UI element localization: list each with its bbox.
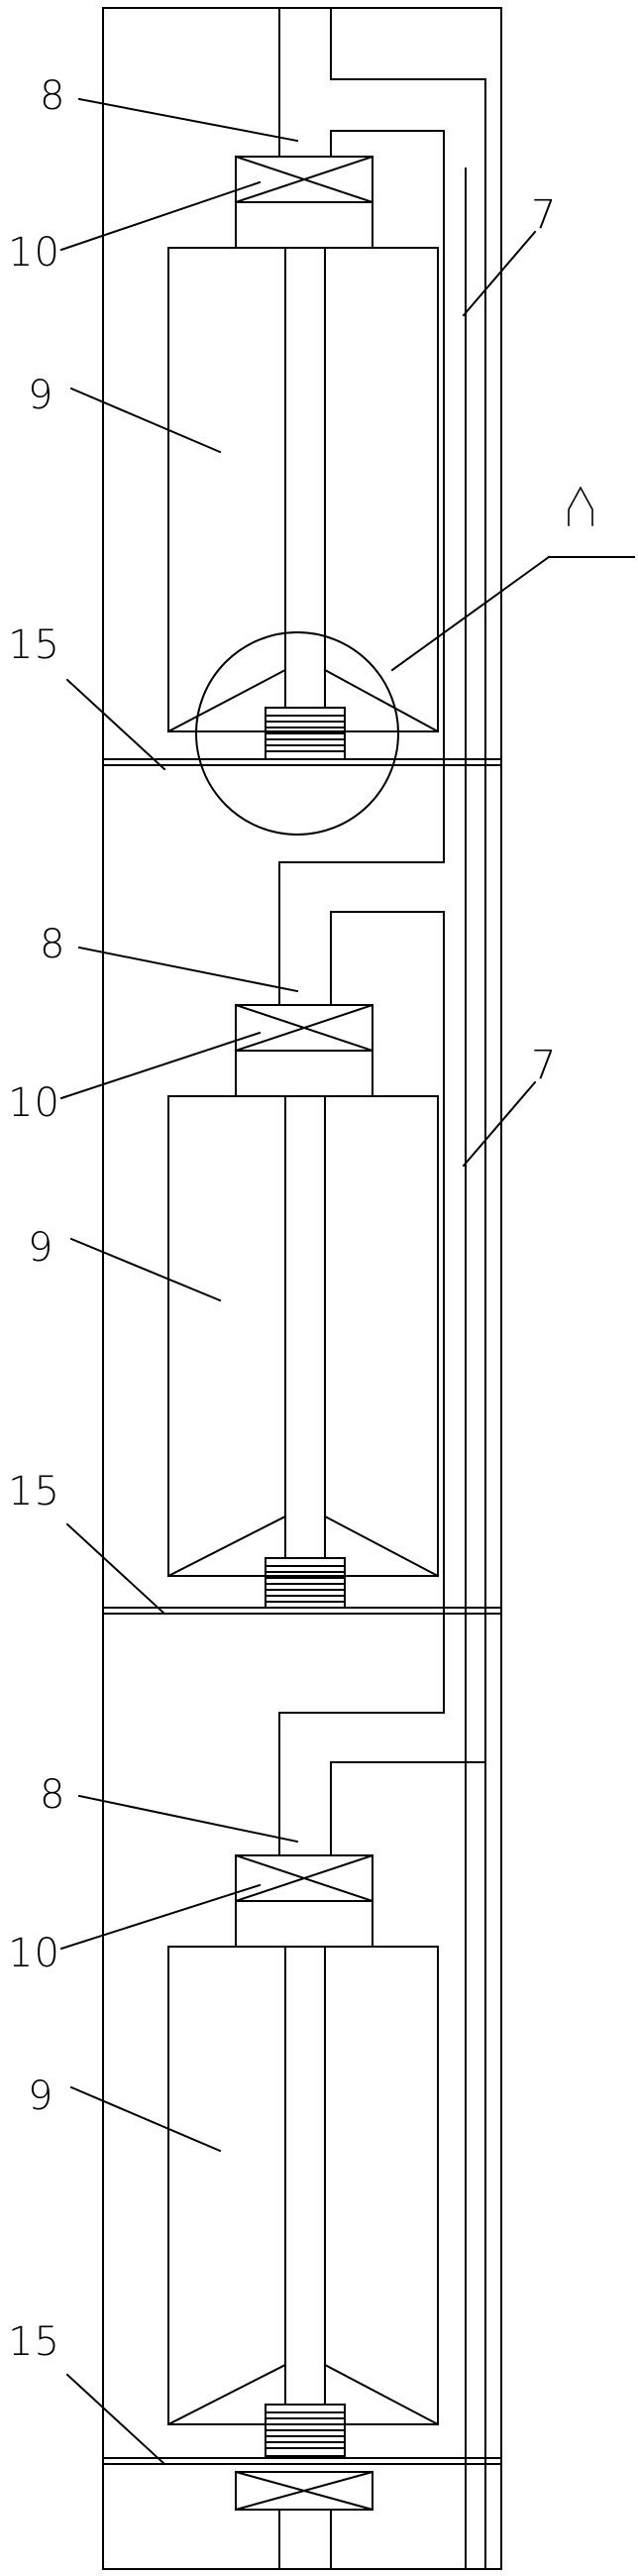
stage-1-outlet — [330, 130, 445, 863]
stage-1 — [102, 7, 502, 863]
detail-circle — [195, 631, 399, 836]
label-8-stage-2: 8 — [40, 922, 65, 967]
stage-3-spring-coils — [265, 2411, 346, 2449]
detail-marker — [568, 486, 593, 526]
stage-3-valve-cross-b — [234, 1853, 374, 1903]
stage-2-neck — [235, 1050, 373, 1097]
outer-housing — [102, 7, 502, 2570]
stage-1-valve-cross-b — [234, 155, 374, 204]
label-10-stage-3: 10 — [8, 1931, 60, 1976]
stage-3-feed — [278, 1712, 445, 1856]
stage-1-feed-right — [330, 7, 486, 80]
label-15-stage-2: 15 — [8, 1469, 60, 1514]
stage-2-blade-left — [166, 1514, 287, 1578]
label-7-stage-1: 7 — [531, 192, 557, 238]
label-8-stage-1: 8 — [40, 73, 65, 119]
bottom-valve-cross-b — [234, 2470, 374, 2512]
stage-2 — [102, 861, 502, 1714]
stage-1-blade-left — [166, 668, 287, 733]
stage-3-outlet — [330, 1761, 486, 1856]
label-10-stage-1: 10 — [8, 230, 60, 276]
stage-3-body — [167, 1946, 439, 2425]
label-7-stage-2: 7 — [531, 1043, 557, 1088]
stage-2-body — [167, 1095, 439, 1577]
stage-1-spring-coils — [265, 715, 346, 752]
stage-1-blade-right — [323, 668, 440, 733]
stage-3-blade-left — [166, 2363, 287, 2426]
label-10-stage-2: 10 — [8, 1080, 60, 1126]
stage-2-valve-cross-b — [234, 1003, 374, 1053]
stage-1-body — [167, 247, 439, 732]
label-8-stage-3: 8 — [40, 1772, 65, 1818]
label-9-stage-3: 9 — [28, 2073, 53, 2119]
stage-1-neck — [235, 201, 373, 249]
label-9-stage-2: 9 — [28, 1225, 53, 1271]
leader-lines — [59, 97, 635, 2466]
label-15-stage-1: 15 — [8, 622, 60, 668]
bottom-valve — [235, 2471, 373, 2511]
stage-2-blade-right — [323, 1514, 440, 1578]
stage-2-spring-coils — [265, 1565, 346, 1603]
stage-3 — [102, 1712, 502, 2569]
stage-3-neck — [235, 1900, 373, 1948]
label-15-stage-3: 15 — [8, 2319, 60, 2365]
stage-2-outlet — [330, 911, 445, 1714]
stage-3-blade-right — [323, 2363, 440, 2426]
label-9-stage-1: 9 — [28, 373, 53, 418]
stage-2-feed — [278, 861, 445, 1006]
